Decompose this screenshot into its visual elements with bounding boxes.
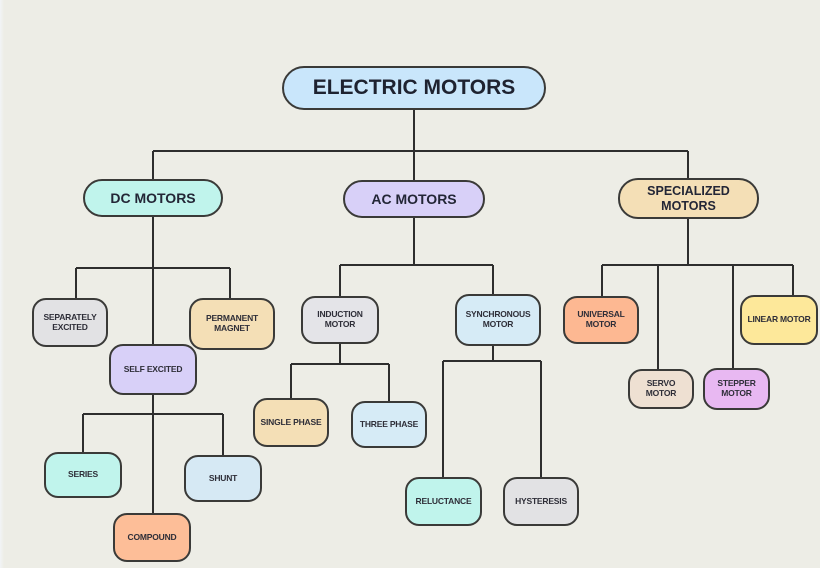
connector-ac bbox=[339, 217, 494, 297]
connector-self-excited bbox=[82, 394, 224, 514]
node-single-phase[interactable]: SINGLE PHASE bbox=[253, 398, 329, 447]
node-label: PERMANENT MAGNET bbox=[205, 313, 259, 333]
node-label: UNIVERSAL MOTOR bbox=[577, 309, 625, 329]
node-three-phase[interactable]: THREE PHASE bbox=[351, 401, 427, 448]
node-permanent-magnet[interactable]: PERMANENT MAGNET bbox=[189, 298, 275, 350]
node-compound[interactable]: COMPOUND bbox=[113, 513, 191, 562]
node-ac-motors[interactable]: AC MOTORS bbox=[343, 180, 485, 218]
node-self-excited[interactable]: SELF EXCITED bbox=[109, 344, 197, 395]
connector-root bbox=[152, 108, 689, 180]
node-label: HYSTERESIS bbox=[515, 495, 567, 506]
node-universal-motor[interactable]: UNIVERSAL MOTOR bbox=[563, 296, 639, 344]
node-label: THREE PHASE bbox=[359, 418, 419, 429]
node-hysteresis[interactable]: HYSTERESIS bbox=[503, 477, 579, 526]
node-shunt[interactable]: SHUNT bbox=[184, 455, 262, 502]
node-label: RELUCTANCE bbox=[415, 495, 472, 506]
node-reluctance[interactable]: RELUCTANCE bbox=[405, 477, 482, 526]
node-label: SEPARATELY EXCITED bbox=[43, 311, 97, 332]
node-specialized-motors[interactable]: SPECIALIZED MOTORS bbox=[618, 178, 759, 219]
node-label: AC MOTORS bbox=[371, 190, 457, 207]
node-label: SHUNT bbox=[208, 472, 238, 483]
node-label: SPECIALIZED MOTORS bbox=[647, 184, 730, 213]
node-separately-excited[interactable]: SEPARATELY EXCITED bbox=[32, 298, 108, 347]
connector-dc bbox=[75, 216, 231, 345]
node-label: DC MOTORS bbox=[110, 189, 196, 206]
node-series[interactable]: SERIES bbox=[44, 452, 122, 498]
node-stepper-motor[interactable]: STEPPER MOTOR bbox=[703, 368, 770, 410]
node-label: SINGLE PHASE bbox=[260, 416, 322, 427]
node-label: ELECTRIC MOTORS bbox=[312, 75, 516, 99]
node-label: LINEAR MOTOR bbox=[747, 314, 811, 325]
node-label: SELF EXCITED bbox=[123, 363, 183, 374]
node-label: SERIES bbox=[68, 469, 98, 480]
connector-induction bbox=[290, 343, 390, 402]
node-synchronous-motor[interactable]: SYNCHRONOUS MOTOR bbox=[455, 294, 541, 346]
node-servo-motor[interactable]: SERVO MOTOR bbox=[628, 369, 694, 409]
node-dc-motors[interactable]: DC MOTORS bbox=[83, 179, 223, 217]
connector-synchronous bbox=[442, 345, 542, 478]
node-label: INDUCTION MOTOR bbox=[317, 309, 363, 329]
node-electric-motors[interactable]: ELECTRIC MOTORS bbox=[282, 66, 546, 110]
connector-specialized bbox=[601, 218, 794, 370]
node-label: STEPPER MOTOR bbox=[717, 378, 756, 398]
page-edge bbox=[0, 0, 4, 568]
node-label: SERVO MOTOR bbox=[645, 378, 677, 398]
node-label: SYNCHRONOUS MOTOR bbox=[465, 309, 531, 329]
node-induction-motor[interactable]: INDUCTION MOTOR bbox=[301, 296, 379, 344]
node-label: COMPOUND bbox=[127, 531, 177, 542]
node-linear-motor[interactable]: LINEAR MOTOR bbox=[740, 295, 818, 345]
